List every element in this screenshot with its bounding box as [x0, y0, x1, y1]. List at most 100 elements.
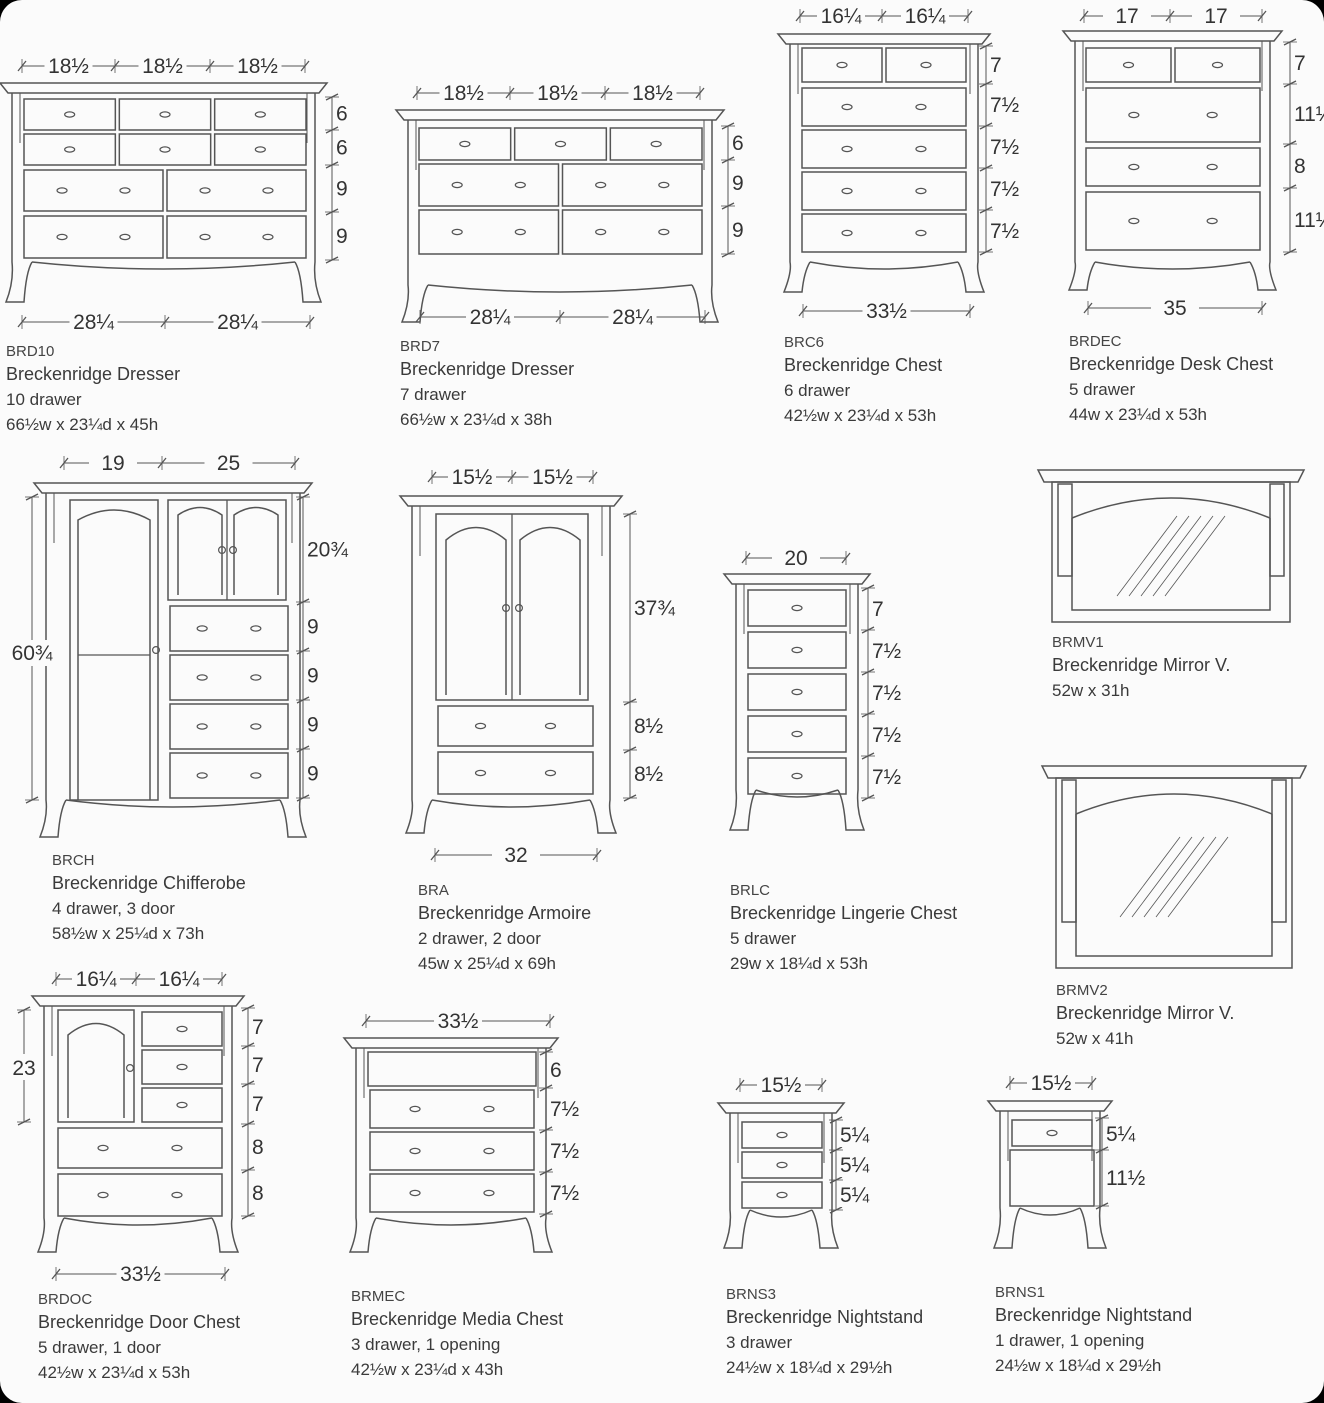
- base-rail: [31, 261, 296, 270]
- drawer-pull-icon: [254, 111, 266, 118]
- mirror-glass: [1075, 814, 1273, 957]
- drawer: [747, 757, 847, 795]
- label-bg: [334, 224, 374, 248]
- drawer-pull-icon: [64, 146, 76, 153]
- label-bg: [250, 1181, 290, 1205]
- label-bg: [1027, 1071, 1075, 1095]
- product-name: Breckenridge Mirror V.: [1052, 655, 1231, 675]
- product-dimensions: 24½w x 18¼d x 29½h: [726, 1358, 893, 1377]
- label-bg: [305, 537, 345, 562]
- drawer: [166, 215, 307, 259]
- label-bg: [528, 465, 577, 489]
- top-slab: [342, 1037, 560, 1049]
- drawer-pull-icon: [176, 1025, 188, 1033]
- label-bg: [213, 310, 262, 334]
- drawer-pull-icon: [176, 1101, 188, 1109]
- drawer: [369, 1089, 535, 1129]
- drawer-pull-icon: [97, 1144, 109, 1152]
- mirror-post: [1061, 779, 1077, 923]
- product-description: 3 drawer, 1 opening: [351, 1335, 501, 1354]
- base-rail: [755, 789, 839, 798]
- product-label-brlc: BRLC Breckenridge Lingerie Chest 5 drawe…: [730, 881, 957, 976]
- drawer-pull-icon: [199, 233, 211, 241]
- product-code: BRMEC: [351, 1288, 406, 1305]
- label-bg: [632, 714, 672, 738]
- glass-reflection: [1155, 836, 1217, 918]
- dimension-label: 9: [732, 172, 744, 195]
- label-bg: [730, 171, 770, 195]
- drawer-pull-icon: [262, 233, 274, 241]
- drawer: [141, 1087, 223, 1123]
- product-name: Breckenridge Chest: [784, 355, 943, 375]
- door-knob-icon: [502, 603, 511, 612]
- dimension-label: 15½: [761, 1074, 802, 1097]
- label-bg: [988, 219, 1028, 243]
- dimension-label: 15½: [532, 466, 573, 489]
- left-leg: [992, 1111, 1021, 1249]
- dimension-label: 23: [12, 1057, 35, 1080]
- drawer-pull-icon: [1211, 61, 1224, 69]
- left-leg: [348, 1048, 377, 1253]
- label-bg: [6, 1054, 42, 1080]
- drawer: [747, 715, 847, 753]
- door-arch: [77, 509, 151, 800]
- dimension-label: 7½: [990, 136, 1019, 159]
- label-bg: [838, 1183, 878, 1207]
- product-label-brmec: BRMEC Breckenridge Media Chest 3 drawer,…: [351, 1287, 563, 1382]
- drawer-pull-icon: [544, 769, 557, 777]
- label-bg: [628, 81, 677, 105]
- glass-reflection: [1152, 515, 1214, 597]
- label-bg: [204, 451, 253, 475]
- door-panel: [69, 499, 159, 801]
- top-slab: [398, 495, 624, 507]
- dimension-label: 32: [504, 844, 527, 867]
- label-bg: [870, 723, 910, 747]
- dimension-label: 7½: [872, 640, 901, 663]
- label-bg: [988, 53, 1028, 77]
- product-description: 6 drawer: [784, 381, 851, 400]
- label-bg: [334, 135, 374, 160]
- drawer-pull-icon: [254, 146, 266, 153]
- dimension-label: 7½: [550, 1182, 579, 1205]
- right-leg: [525, 1048, 554, 1253]
- dimension-label: 9: [336, 225, 348, 248]
- product-code: BRLC: [730, 882, 771, 899]
- product-label-brd10: BRD10 Breckenridge Dresser 10 drawer 66½…: [6, 342, 180, 437]
- drawer-pull-icon: [595, 228, 607, 236]
- base-rail: [749, 1209, 813, 1218]
- dimension-label: 7½: [872, 724, 901, 747]
- drawer-pull-icon: [1128, 217, 1140, 225]
- drawer: [741, 1151, 823, 1179]
- drawer-pull-icon: [841, 187, 853, 195]
- door-arch: [233, 506, 279, 595]
- door-arch: [519, 526, 581, 695]
- drawer: [23, 133, 117, 166]
- drawer-pull-icon: [841, 103, 853, 111]
- product-description: 10 drawer: [6, 390, 82, 409]
- dimension-label: 7: [990, 54, 1002, 77]
- drawer-pull-icon: [915, 229, 927, 237]
- drawer: [23, 215, 164, 259]
- mirror-frame: [1051, 481, 1291, 623]
- base-rail: [63, 1217, 213, 1226]
- left-leg: [400, 120, 429, 323]
- drawer: [801, 87, 967, 127]
- drawer-pull-icon: [915, 145, 927, 153]
- drawer-pull-icon: [915, 187, 927, 195]
- dimension-label: 11½: [1106, 1167, 1145, 1190]
- label-bg: [988, 177, 1028, 201]
- glass-reflection: [1116, 515, 1178, 597]
- dimension-label: 18½: [142, 55, 183, 78]
- product-name: Breckenridge Lingerie Chest: [730, 903, 958, 923]
- product-code: BRDOC: [38, 1291, 93, 1308]
- dimension-label: 6: [336, 103, 348, 126]
- drawer-pull-icon: [483, 1105, 495, 1113]
- product-label-brns1: BRNS1 Breckenridge Nightstand 1 drawer, …: [995, 1283, 1192, 1378]
- product-code: BRMV1: [1052, 634, 1104, 651]
- drawer-pull-icon: [409, 1105, 421, 1113]
- top-slab: [986, 1100, 1114, 1112]
- top-slab: [394, 109, 726, 121]
